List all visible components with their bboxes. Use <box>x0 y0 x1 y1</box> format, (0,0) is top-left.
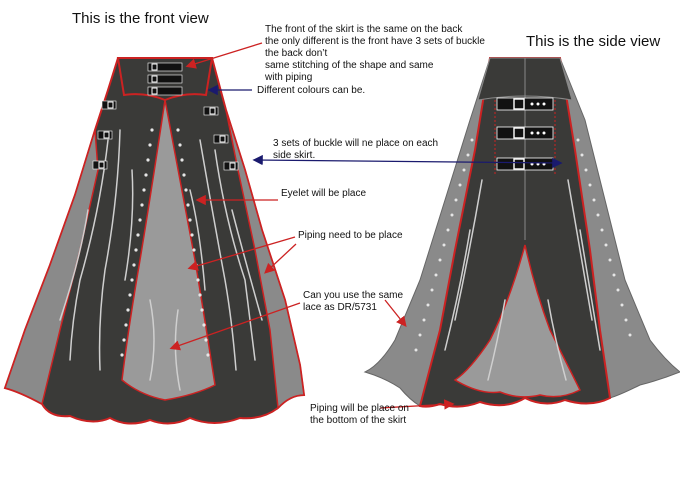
front-left-side-panel <box>4 129 99 406</box>
side-eyelets <box>414 138 632 352</box>
note-front-back-line: The front of the skirt is the same on th… <box>265 24 463 35</box>
side-view-title: This is the side view <box>526 33 661 50</box>
note-piping: Piping need to be place <box>298 230 403 241</box>
note-front-back-line: the back don’t <box>265 48 328 59</box>
arrow-piping-center <box>187 236 296 271</box>
note-buckles-line: 3 sets of buckle will ne place on each <box>273 138 439 149</box>
note-colours: Different colours can be. <box>257 85 366 96</box>
front-right-side-buckles <box>203 106 239 171</box>
front-skirt <box>3 57 306 425</box>
note-eyelet: Eyelet will be place <box>281 188 367 199</box>
note-bottom-piping-line: Piping will be place on <box>310 403 409 414</box>
side-center-godet <box>453 244 582 398</box>
note-bottom-piping-line: the bottom of the skirt <box>310 415 407 426</box>
front-eyelets <box>120 128 210 357</box>
note-buckles-line: side skirt. <box>273 150 316 161</box>
note-lace-line: lace as DR/5731 <box>303 302 377 313</box>
front-left-side-buckles <box>92 100 117 170</box>
arrow-piping-side <box>264 243 297 274</box>
side-left-outer-panel <box>363 57 491 407</box>
arrow-lace-front <box>169 302 301 351</box>
side-buckles <box>496 97 554 171</box>
front-center-godet <box>121 99 216 401</box>
note-lace-line: Can you use the same <box>303 290 404 301</box>
note-buckles: 3 sets of buckle will ne place on each s… <box>273 138 438 162</box>
side-skirt <box>363 57 680 408</box>
note-front-back-line: same stitching of the shape and same <box>265 60 434 71</box>
side-right-outer-panel <box>559 57 680 399</box>
arrow-front-back <box>185 42 263 69</box>
note-front-back-line: with piping <box>265 72 313 83</box>
note-front-back-line: the only different is the front have 3 s… <box>265 36 485 47</box>
arrow-bottom-piping <box>379 399 455 410</box>
annotation-arrows <box>169 42 563 410</box>
arrow-buckles <box>252 154 563 169</box>
front-view-title: This is the front view <box>72 10 209 27</box>
note-front-back: The front of the skirt is the same on th… <box>265 24 485 84</box>
front-waist-buckles <box>147 62 183 96</box>
front-right-side-panel <box>225 109 305 410</box>
arrow-lace-side <box>384 299 407 328</box>
side-skirt-body <box>418 57 612 408</box>
note-lace: Can you use the same lace as DR/5731 <box>303 290 403 314</box>
note-bottom-piping: Piping will be place on the bottom of th… <box>310 403 409 427</box>
